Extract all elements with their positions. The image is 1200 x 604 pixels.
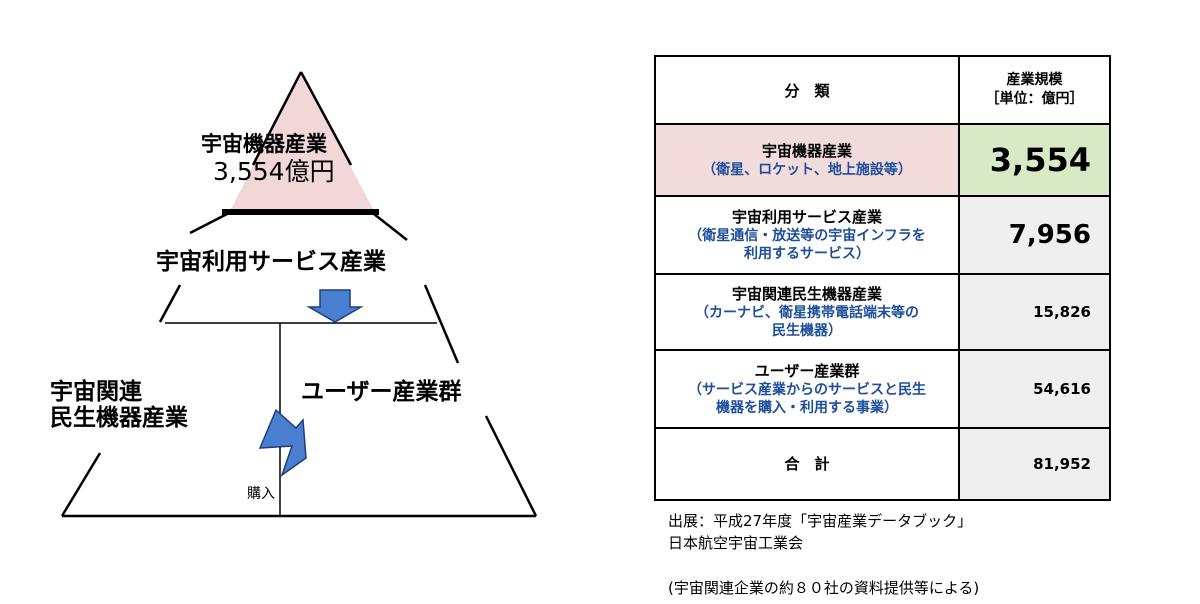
row-value: 54,616: [958, 349, 1111, 429]
source-line-2: 日本航空宇宙工業会: [668, 534, 804, 552]
pyramid-top-label: 宇宙機器産業: [201, 132, 327, 156]
pyramid-left-edge-upper: [251, 71, 303, 166]
down-arrow-icon: [306, 289, 364, 323]
row-desc-line: （サービス産業からのサービスと民生: [688, 381, 926, 398]
pyramid-left-edge-base: [60, 452, 102, 517]
row-desc-line: 利用するサービス）: [744, 245, 870, 262]
purchase-label: 購入: [247, 486, 275, 502]
header-size-line1: 産業規模: [1006, 72, 1063, 88]
row-value: 15,826: [958, 273, 1111, 351]
pyramid-right-edge-low: [423, 284, 460, 364]
pyramid-left-label-line2: 民生機器産業: [50, 405, 188, 431]
row-user-industries-category: ユーザー産業群 （サービス産業からのサービスと民生 機器を購入・利用する事業）: [654, 349, 960, 429]
table-row: 宇宙機器産業 （衛星、ロケット、地上施設等） 3,554: [654, 123, 1111, 197]
row-space-equipment-category: 宇宙機器産業 （衛星、ロケット、地上施設等）: [654, 123, 960, 197]
pyramid-diagram: [60, 71, 538, 518]
table-row: ユーザー産業群 （サービス産業からのサービスと民生 機器を購入・利用する事業） …: [654, 349, 1111, 429]
header-size-line2: ［単位：億円］: [985, 91, 1084, 107]
pyramid-right-edge-base: [484, 415, 538, 517]
row-value: 7,956: [958, 195, 1111, 275]
source-line-1: 出展：平成27年度「宇宙産業データブック」: [668, 512, 973, 530]
row-desc-line: （衛星通信・放送等の宇宙インフラを: [688, 227, 926, 244]
row-desc-line: 機器を購入・利用する事業）: [716, 399, 898, 416]
pyramid-right-label: ユーザー産業群: [301, 379, 462, 405]
row-total-category: 合 計: [654, 427, 960, 501]
table-total-row: 合 計 81,952: [654, 427, 1111, 501]
row-name: 宇宙関連民生機器産業: [731, 284, 882, 303]
source-line-3: (宇宙関連企業の約８０社の資料提供等による): [668, 579, 980, 597]
row-name: 宇宙利用サービス産業: [731, 207, 882, 226]
header-category: 分 類: [654, 55, 960, 125]
row-name: ユーザー産業群: [754, 361, 860, 380]
row-value: 81,952: [958, 427, 1111, 501]
pyramid-right-edge-upper: [299, 71, 353, 166]
row-desc-line: 民生機器）: [772, 322, 842, 339]
pyramid-left-label-line1: 宇宙関連: [50, 379, 142, 405]
table-header-row: 分 類 産業規模 ［単位：億円］: [654, 55, 1111, 125]
pyramid-top-segment: [231, 72, 373, 209]
row-space-services-category: 宇宙利用サービス産業 （衛星通信・放送等の宇宙インフラを 利用するサービス）: [654, 195, 960, 275]
row-name: 宇宙機器産業: [761, 141, 852, 160]
table-row: 宇宙関連民生機器産業 （カーナビ、衛星携帯電話端末等の 民生機器） 15,826: [654, 273, 1111, 351]
industry-scale-table: 分 類 産業規模 ［単位：億円］ 宇宙機器産業 （衛星、ロケット、地上施設等） …: [654, 55, 1111, 501]
pyramid-right-edge-mid: [373, 213, 408, 241]
pyramid-middle-label: 宇宙利用サービス産業: [156, 249, 386, 275]
table-row: 宇宙利用サービス産業 （衛星通信・放送等の宇宙インフラを 利用するサービス） 7…: [654, 195, 1111, 275]
row-consumer-equipment-category: 宇宙関連民生機器産業 （カーナビ、衛星携帯電話端末等の 民生機器）: [654, 273, 960, 351]
row-desc-line: （衛星、ロケット、地上施設等）: [702, 161, 912, 178]
row-value: 3,554: [958, 123, 1111, 197]
header-industry-size: 産業規模 ［単位：億円］: [958, 55, 1111, 125]
pyramid-left-edge-low: [158, 284, 182, 323]
row-desc-line: （カーナビ、衛星携帯電話端末等の: [695, 304, 919, 321]
pyramid-top-value: 3,554億円: [213, 157, 335, 186]
pyramid-left-edge-mid: [189, 212, 228, 235]
row-name: 合 計: [784, 454, 830, 473]
purchase-arrow-icon: [258, 408, 307, 477]
